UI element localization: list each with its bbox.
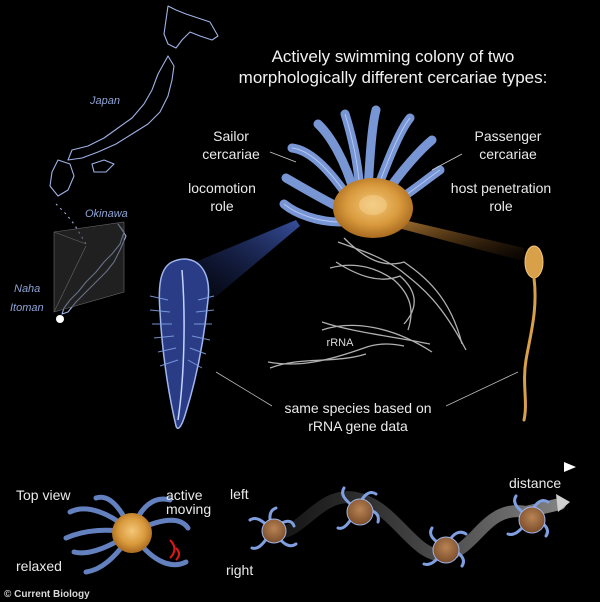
map-label-japan: Japan xyxy=(90,95,120,107)
species-note-line-1: same species based on xyxy=(284,400,432,416)
passenger-role-line-2: role xyxy=(489,198,513,214)
colony-position-4 xyxy=(506,494,550,538)
sailor-label-line-1: Sailor xyxy=(213,128,249,144)
colony-position-1 xyxy=(248,506,298,550)
map-label-itoman: Itoman xyxy=(10,302,44,314)
passenger-label-pointer xyxy=(431,153,463,171)
credit-label: © Current Biology xyxy=(4,589,90,600)
kyushu-outline xyxy=(49,159,75,197)
active-moving-label-line-2: moving xyxy=(166,501,212,517)
sailor-role-line-2: role xyxy=(210,198,234,214)
species-note-line-2: rRNA gene data xyxy=(308,418,408,434)
sailor-role-line-1: locomotion xyxy=(188,180,256,196)
rrna-helices xyxy=(267,237,467,369)
sailor-cercaria xyxy=(149,258,215,430)
colony-position-2 xyxy=(336,486,380,530)
right-label: right xyxy=(226,562,254,578)
top-view-colony xyxy=(63,494,191,575)
top-view-label: Top view xyxy=(16,487,71,503)
itoman-location-marker xyxy=(56,315,64,323)
passenger-light-beam xyxy=(398,220,526,262)
passenger-role-line-1: host penetration xyxy=(450,180,552,196)
colony-position-3 xyxy=(422,526,468,568)
sailor-label-pointer xyxy=(269,151,297,163)
distance-arrow xyxy=(30,462,576,472)
swim-trajectory xyxy=(266,491,566,562)
sailor-pointer-line xyxy=(215,371,273,407)
honshu-outline xyxy=(67,55,175,161)
passenger-label-line-2: cercariae xyxy=(479,146,537,162)
relaxed-label: relaxed xyxy=(16,558,62,574)
title-line-1: Actively swimming colony of two xyxy=(271,47,515,66)
map-label-naha: Naha xyxy=(14,283,41,295)
zoom-line-top xyxy=(53,231,87,245)
title-line-2: morphologically different cercariae type… xyxy=(238,68,548,87)
passenger-label-line-1: Passenger xyxy=(474,128,542,144)
zoom-line-bottom xyxy=(53,245,87,313)
active-moving-label-line-1: active xyxy=(166,487,203,503)
shikoku-outline xyxy=(91,159,115,173)
colony-illustration xyxy=(279,105,445,238)
colony-positions xyxy=(248,486,550,568)
trajectory-arrowhead xyxy=(556,494,570,512)
passenger-cercaria xyxy=(522,245,544,422)
left-label: left xyxy=(230,486,249,502)
passenger-pointer-line xyxy=(445,371,519,407)
rrna-label: rRNA xyxy=(326,337,354,349)
distance-label: distance xyxy=(509,475,562,491)
okinawa-zoom-panel xyxy=(53,221,125,313)
map-label-okinawa: Okinawa xyxy=(85,208,128,220)
sailor-label-line-2: cercariae xyxy=(202,146,260,162)
hokkaido-outline xyxy=(163,5,219,49)
